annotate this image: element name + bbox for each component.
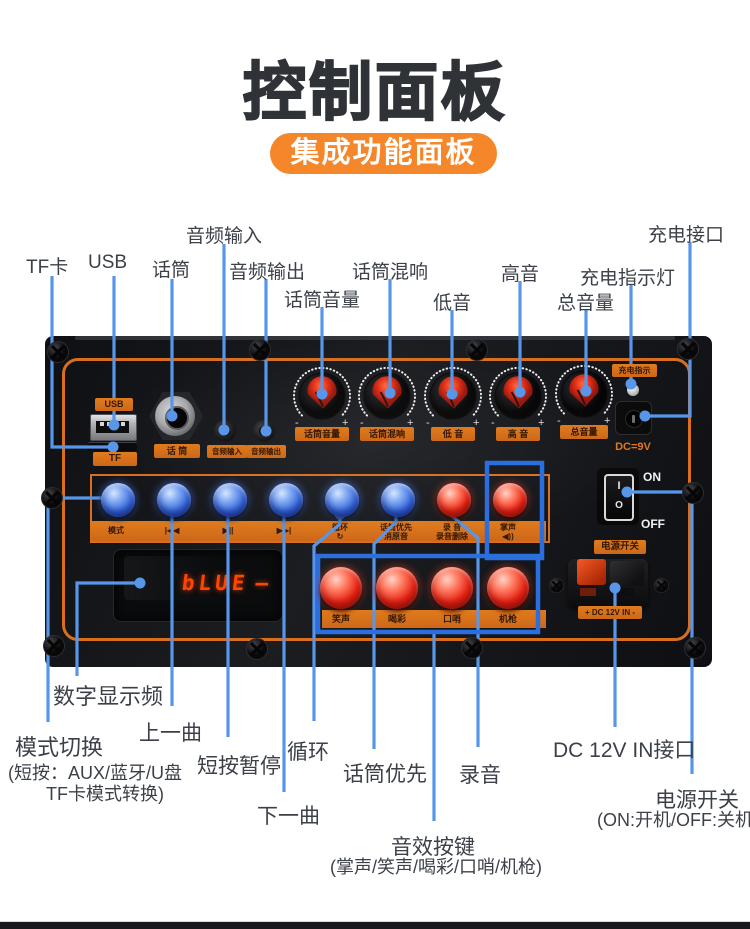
- callout-next-track: 下一曲: [257, 805, 320, 828]
- callout-record: 录音: [459, 764, 501, 787]
- callout-mode-switch-sub1: (短按：AUX/蓝牙/U盘: [8, 763, 183, 783]
- screw-icon: [43, 635, 65, 657]
- mic-reverb-knob-label: 话筒混响: [360, 427, 414, 441]
- callout-loop: 循环: [287, 741, 329, 764]
- screw-icon: [47, 341, 69, 363]
- callout-digital-display: 数字显示频: [53, 684, 164, 709]
- callout-prev-track: 上一曲: [139, 722, 202, 745]
- applause-button[interactable]: [493, 483, 527, 517]
- tf-slot-label: TF: [93, 452, 137, 466]
- prev-button[interactable]: [157, 483, 191, 517]
- laugh-button[interactable]: [320, 567, 362, 609]
- play-pause-button[interactable]: [213, 483, 247, 517]
- loop-button[interactable]: [325, 483, 359, 517]
- callout-usb: USB: [88, 252, 128, 273]
- mic-priority-button[interactable]: [381, 483, 415, 517]
- callout-mode-switch: 模式切换: [15, 735, 104, 760]
- screw-icon: [246, 638, 268, 660]
- usb-port-label: USB: [95, 398, 133, 411]
- callout-power: 电源开关: [655, 789, 739, 812]
- screw-icon: [677, 338, 699, 360]
- audio-in-label: 音频输入: [207, 445, 247, 458]
- whistle-button[interactable]: [431, 567, 473, 609]
- treble-knob-label: 高 音: [496, 427, 540, 441]
- charge-indicator-label: 充电指示: [612, 364, 657, 377]
- audio-out-label: 音频输出: [246, 445, 286, 458]
- callout-charge-port: 充电接口: [648, 225, 725, 246]
- control-panel-photo: USB TF 话 筒 音频输入 音频输出 话筒音量 话筒混响 低 音 高 音 总…: [41, 336, 712, 667]
- callout-charge-led: 充电指示灯: [580, 268, 676, 289]
- bottom-bar: [0, 921, 750, 929]
- screw-icon: [466, 339, 488, 361]
- mode-button[interactable]: [101, 483, 135, 517]
- callout-sound-effects-sub: (掌声/笑声/喝彩/口哨/机枪): [330, 857, 542, 877]
- screw-icon: [682, 482, 704, 504]
- dc12v-terminal-label: + DC 12V IN -: [578, 606, 642, 619]
- page-title: 控制面板: [242, 57, 507, 129]
- callout-treble: 高音: [501, 264, 540, 285]
- screw-icon: [41, 487, 63, 509]
- callout-sound-effects: 音效按键: [391, 836, 475, 859]
- cheer-button[interactable]: [376, 567, 418, 609]
- callout-mic-volume: 话筒音量: [284, 290, 361, 311]
- bass-knob-label: 低 音: [431, 427, 475, 441]
- callout-audio-out: 音频输出: [229, 262, 306, 283]
- gun-button[interactable]: [487, 567, 529, 609]
- callout-power-sub: (ON:开机/OFF:关机): [597, 810, 750, 830]
- callout-mic-priority: 话筒优先: [343, 763, 427, 786]
- callout-mic-reverb: 话筒混响: [352, 262, 429, 283]
- record-button[interactable]: [437, 483, 471, 517]
- power-switch-label: 电源开关: [594, 540, 646, 554]
- callout-master-volume: 总音量: [557, 293, 615, 314]
- callout-tf-card: TF卡: [26, 257, 69, 278]
- screw-icon: [461, 637, 483, 659]
- callout-mic: 话筒: [152, 260, 191, 281]
- callout-bass: 低音: [433, 293, 472, 314]
- mic-jack-label: 话 筒: [154, 444, 200, 458]
- callout-mode-switch-sub2: TF卡模式转换): [46, 784, 164, 804]
- callout-audio-in: 音频输入: [186, 226, 263, 247]
- callout-pause: 短按暂停: [197, 755, 281, 778]
- callout-dc12v: DC 12V IN接口: [553, 739, 696, 762]
- master-volume-knob-label: 总音量: [560, 425, 608, 439]
- screw-icon: [684, 637, 706, 659]
- screw-icon: [249, 339, 271, 361]
- mic-volume-knob-label: 话筒音量: [295, 427, 349, 441]
- next-button[interactable]: [269, 483, 303, 517]
- subtitle-badge: 集成功能面板: [270, 133, 497, 174]
